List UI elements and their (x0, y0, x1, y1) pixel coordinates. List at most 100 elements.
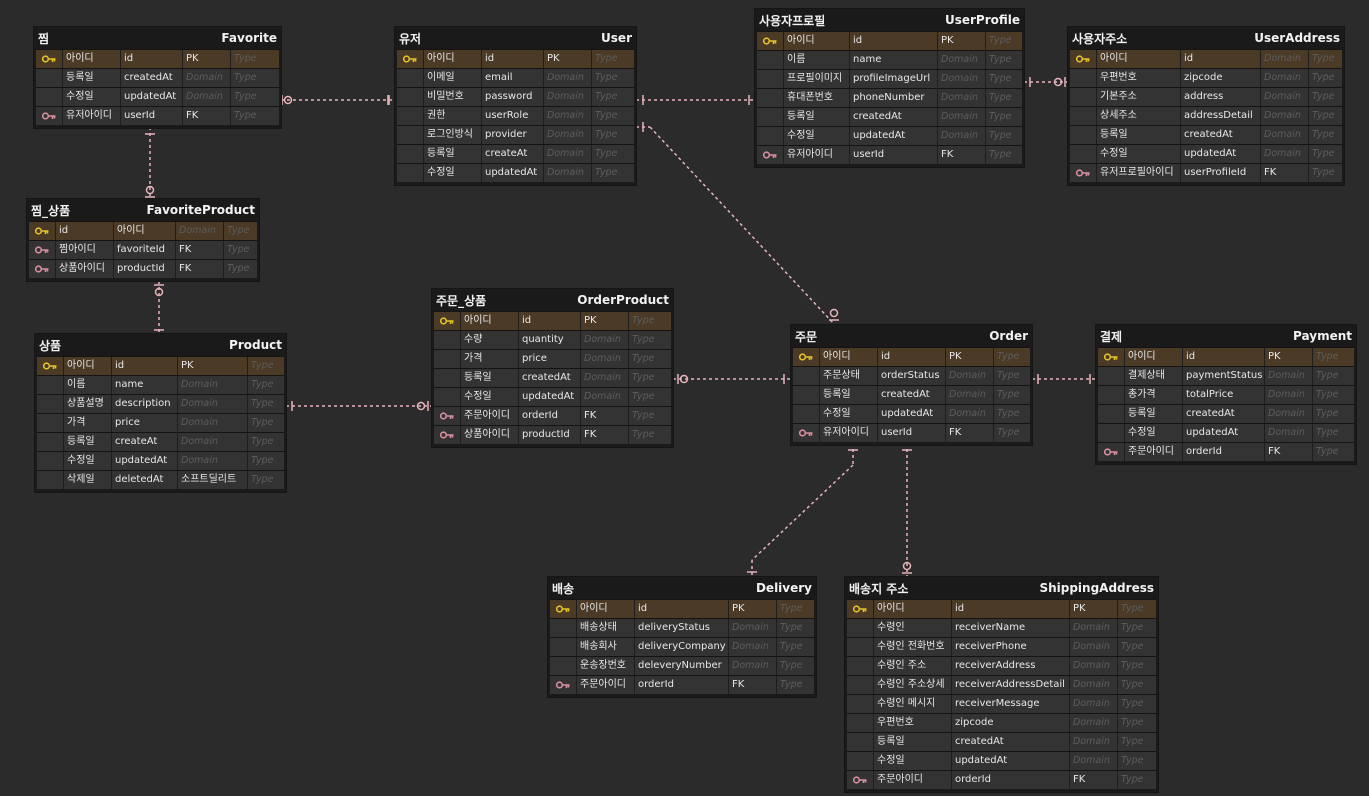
column-physical-name: totalPrice (1182, 386, 1264, 404)
column-logical-name: 이름 (63, 376, 111, 394)
column-physical-name: createdAt (951, 733, 1069, 751)
column-domain: FK (580, 407, 628, 425)
column-domain: PK (182, 50, 230, 68)
column-domain: Domain (543, 145, 591, 163)
column-physical-name: id (1180, 50, 1260, 68)
key-cell (36, 88, 62, 106)
column-type: Type (628, 369, 671, 387)
column-physical-name: provider (481, 126, 543, 144)
